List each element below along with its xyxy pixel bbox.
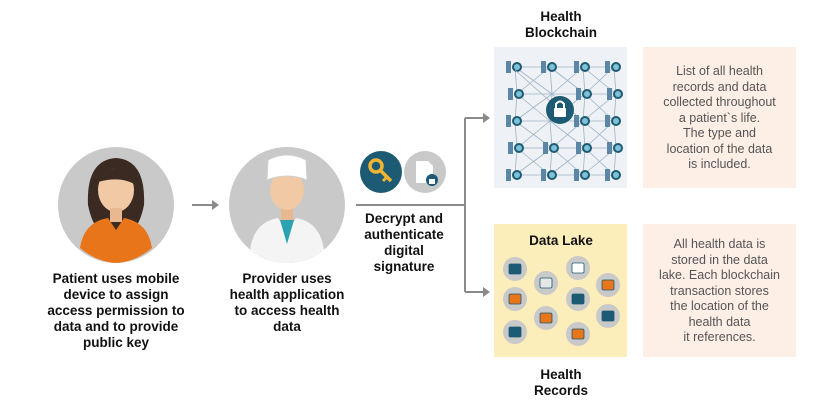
database-icon [596,273,620,297]
decrypt-caption: Decrypt and authenticate digital signatu… [364,211,444,274]
health-records-title: Health Records [533,367,589,398]
blockchain-node-icon [607,88,623,100]
blockchain-node-icon [543,142,559,154]
sql-icon [566,256,590,280]
provider-caption: Provider uses health application to acce… [229,271,345,334]
code-icon [503,257,527,281]
blockchain-node-icon [607,142,623,154]
blockchain-node-icon [576,142,592,154]
blockchain-node-icon [541,61,557,73]
locked-document-icon [404,151,446,193]
data-lake-panel [494,224,627,357]
arrow-patient-to-provider [192,200,219,210]
blockchain-node-icon [605,115,621,127]
blockchain-node-icon [574,61,590,73]
document-icon [503,287,527,311]
arrow-to-blockchain [483,113,490,123]
user-icon [534,306,558,330]
provider-avatar [229,147,345,263]
blockchain-node-icon [541,169,557,181]
blockchain-node-icon [605,61,621,73]
tablet-icon [596,304,620,328]
patient-caption: Patient uses mobile device to assign acc… [47,271,185,350]
blockchain-node-icon [506,115,522,127]
blockchain-node-icon [508,142,524,154]
key-icon [360,151,402,193]
chart-monitor-icon [503,320,527,344]
blockchain-node-icon [605,169,621,181]
patient-avatar [58,147,174,263]
blockchain-node-icon [576,88,592,100]
email-icon [566,322,590,346]
browser-icon [534,271,558,295]
blockchain-lock-icon [514,69,574,124]
data-lake-note: All health data is stored in the data la… [643,224,796,357]
blockchain-node-icon [574,169,590,181]
arrow-to-data-lake [483,287,490,297]
network-globe-icon [566,287,590,311]
blockchain-title: Health Blockchain [524,9,598,40]
blockchain-node-icon [574,115,590,127]
blockchain-node-icon [506,169,522,181]
blockchain-network [494,47,627,188]
data-lake-label: Data Lake [529,233,593,248]
blockchain-node-icon [508,88,524,100]
blockchain-node-icon [506,61,522,73]
blockchain-note: List of all health records and data coll… [643,47,796,188]
connector-lines [356,117,483,293]
